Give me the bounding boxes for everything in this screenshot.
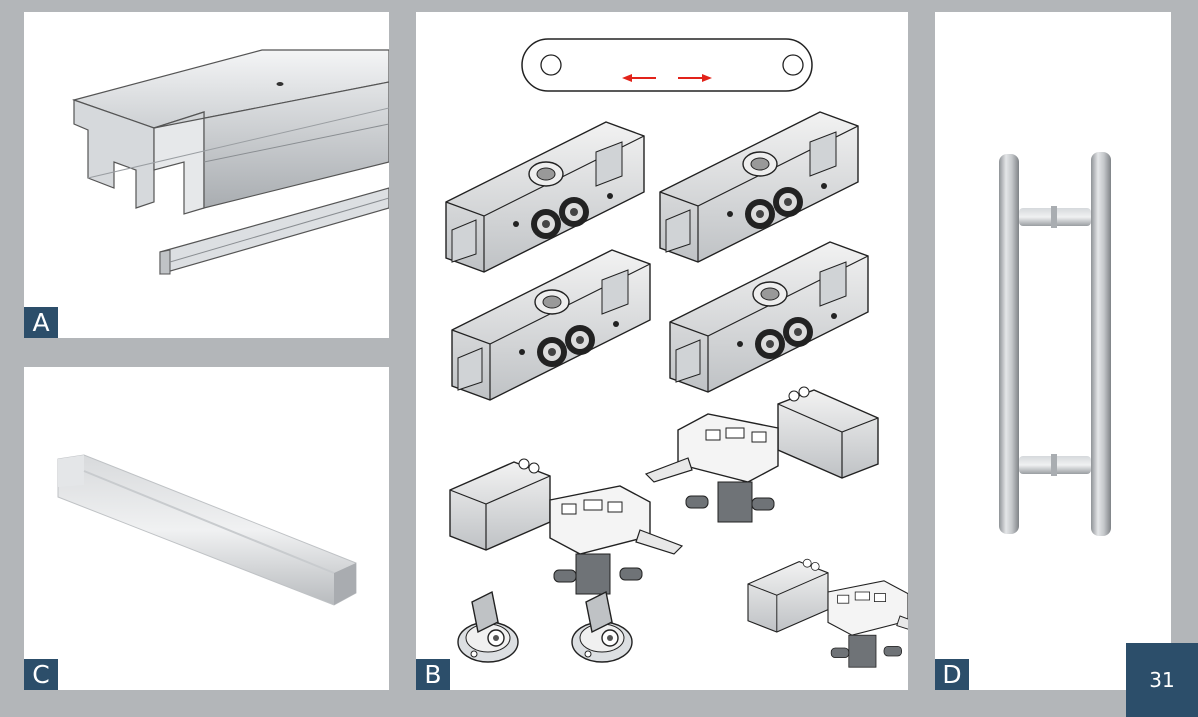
door-handle-illustration <box>999 152 1111 536</box>
roller-carriage <box>669 241 869 393</box>
page-number: 31 <box>1126 643 1198 717</box>
u-channel-illustration <box>57 454 357 606</box>
belt-diagram <box>521 38 813 92</box>
floor-guide <box>457 591 519 663</box>
stopper-bracket <box>645 386 879 523</box>
panel-label: A <box>24 307 58 338</box>
panel-label: D <box>935 659 969 690</box>
roller-carriage <box>659 111 859 263</box>
panel-label: B <box>416 659 450 690</box>
track-profile-illustration <box>71 49 389 275</box>
carriage-kit-illustration <box>445 38 908 668</box>
panel-c: C <box>24 367 389 690</box>
floor-guide <box>571 591 633 663</box>
roller-carriage <box>451 249 651 401</box>
stopper-bracket <box>449 458 683 595</box>
stopper-bracket <box>747 558 908 668</box>
panel-label: C <box>24 659 58 690</box>
panel-b: B <box>416 12 908 690</box>
panel-d: D <box>935 12 1171 690</box>
panel-a: A <box>24 12 389 338</box>
roller-carriage <box>445 121 645 273</box>
